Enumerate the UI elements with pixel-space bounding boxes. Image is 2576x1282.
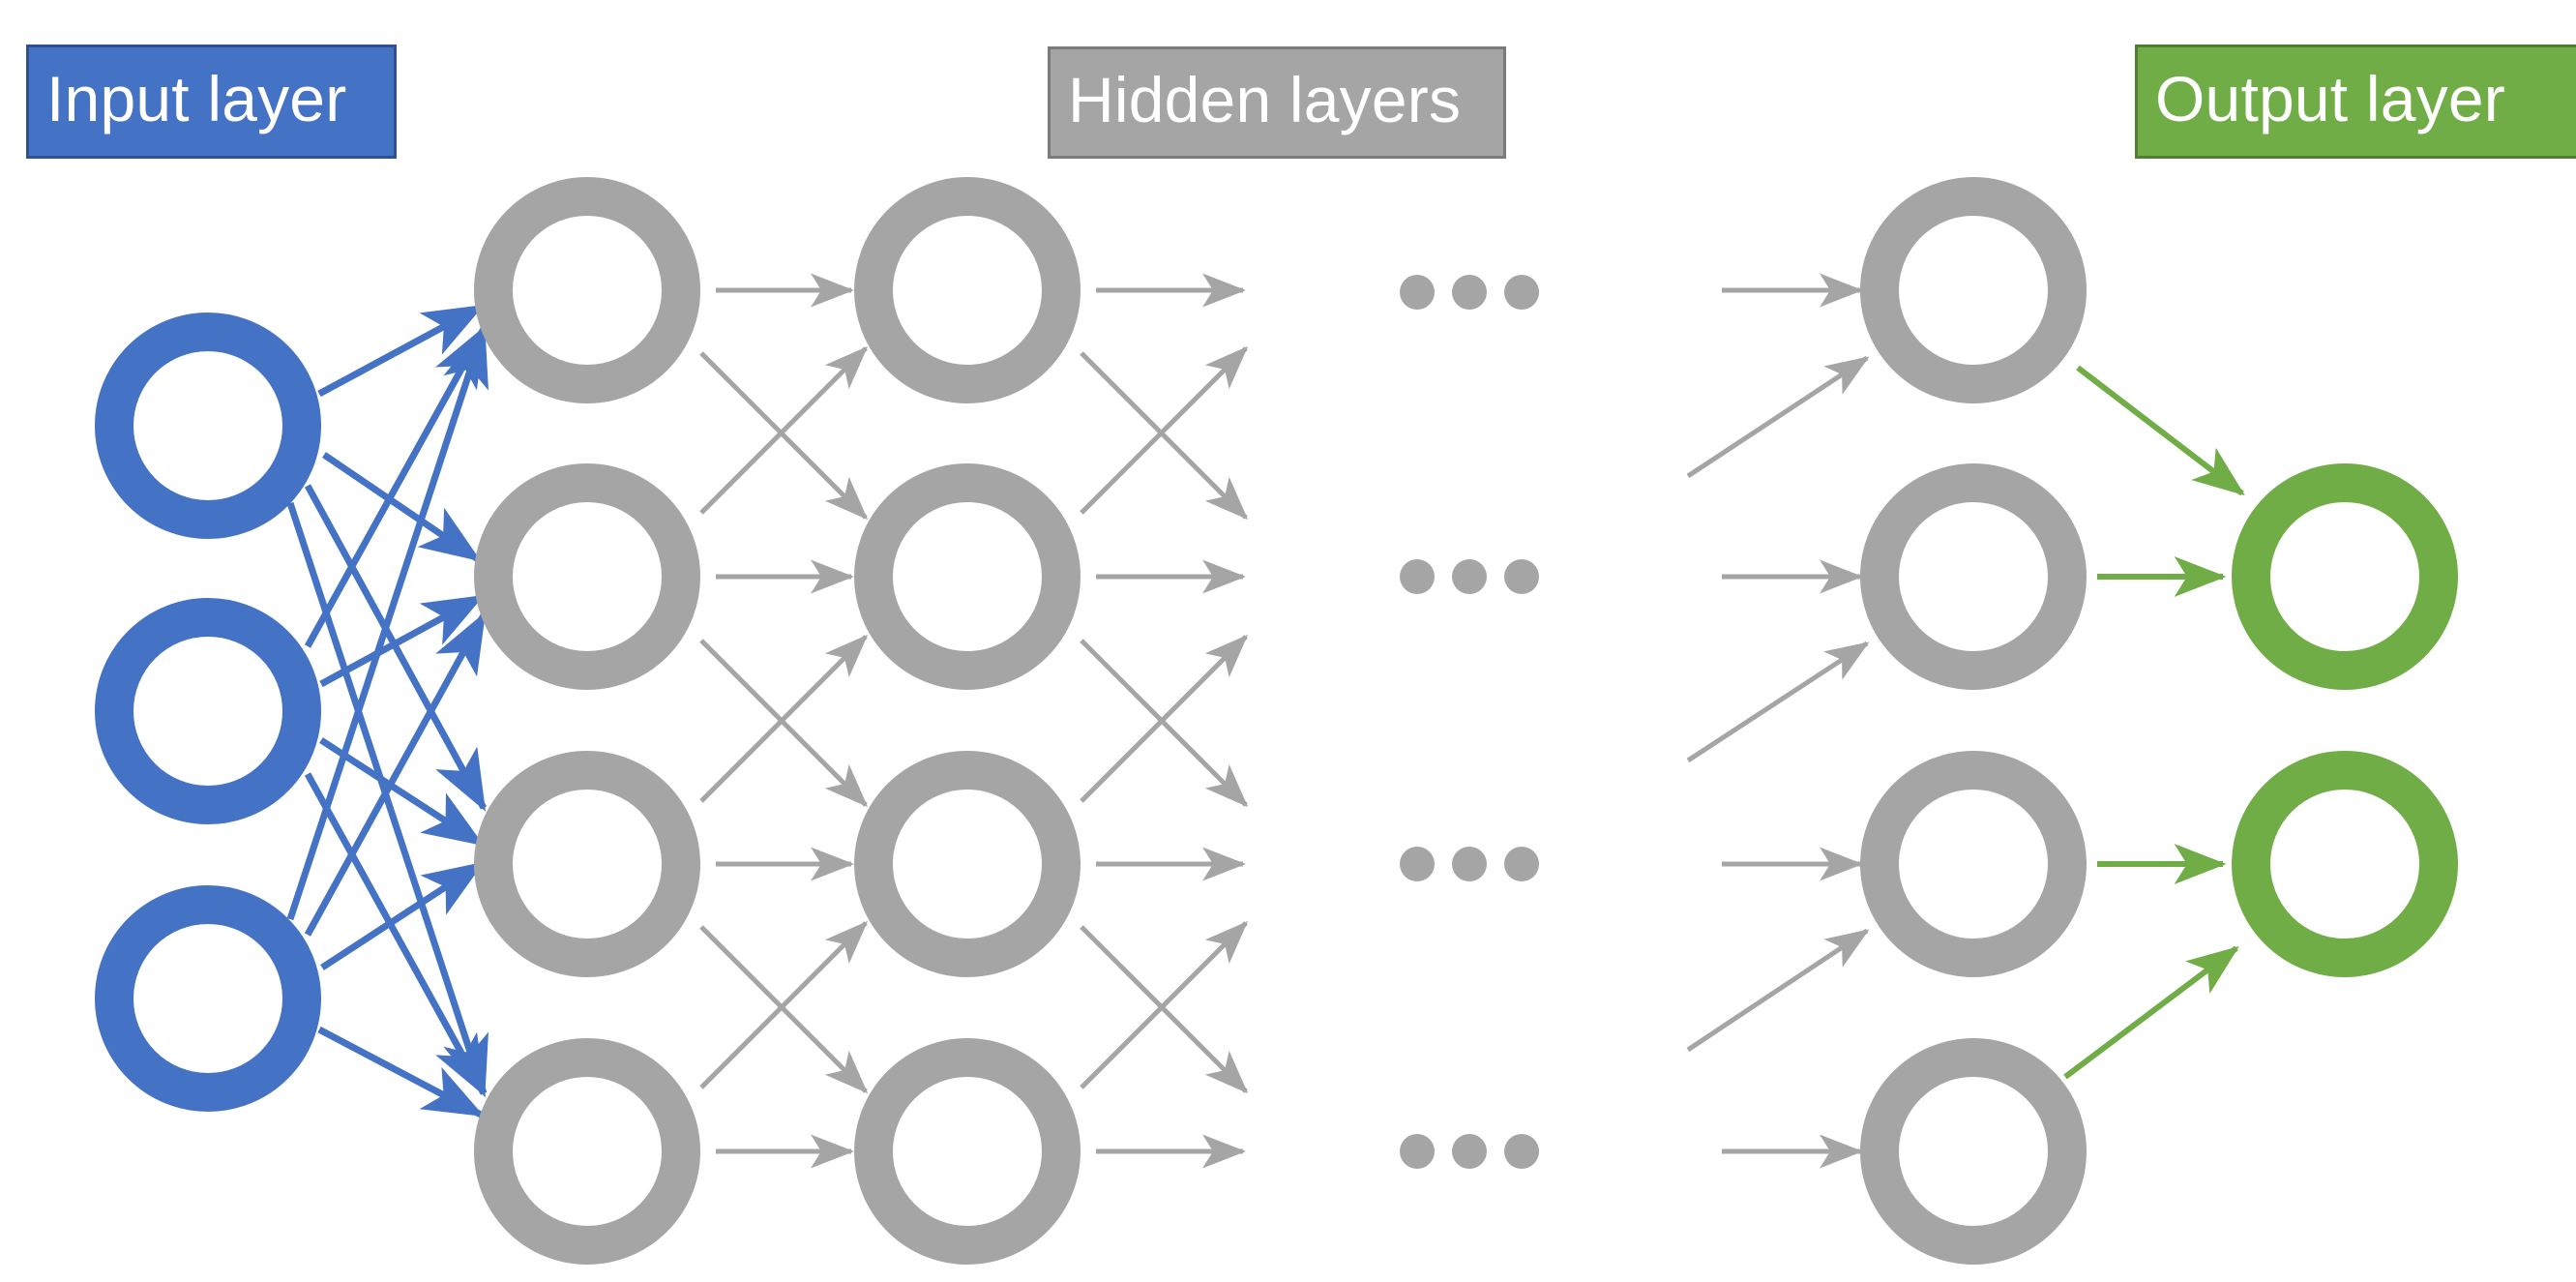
ellipsis-dot [1400, 1134, 1435, 1169]
hidden-layer-n-nodes [1860, 177, 2087, 1265]
input-node-1[interactable] [95, 313, 321, 539]
hidden-layer-1-nodes [474, 177, 700, 1265]
edge-in2-h2 [319, 593, 485, 688]
ellipsis-dot [1400, 847, 1435, 881]
edge-hnd-out2 [2063, 945, 2239, 1080]
hidden2-node-4[interactable] [854, 1038, 1081, 1265]
ellipsis-dot [1504, 847, 1539, 881]
output-layer-label: Output layer [2135, 45, 2576, 159]
hidden1-node-1[interactable] [474, 177, 700, 403]
ellipsis-dot [1504, 275, 1539, 310]
edge-prev-hnb-diag [1686, 641, 1870, 763]
edges-input-to-hidden1 [286, 303, 489, 1118]
edge-h2a-next-b [1080, 351, 1249, 521]
edge-in1-h4 [286, 501, 489, 1097]
output-node-1[interactable] [2232, 463, 2458, 690]
edge-h1c-h2b [699, 634, 869, 803]
input-node-3[interactable] [95, 885, 321, 1112]
hidden-layer-2-nodes [854, 177, 1081, 1265]
edge-in2-h3 [319, 737, 485, 847]
edge-h1c-h2d [699, 925, 869, 1094]
edge-h1b-h2a [699, 345, 869, 515]
edge-h2d-next-c [1080, 920, 1249, 1089]
edge-in1-h1 [317, 303, 485, 398]
edges-ellipsis-to-hiddenn [1686, 273, 1870, 1169]
ellipsis-dot [1452, 847, 1487, 881]
hidden-layers-label: Hidden layers [1048, 46, 1506, 159]
hidden1-node-3[interactable] [474, 751, 700, 977]
ellipsis-dot [1400, 559, 1435, 594]
edge-in3-h3 [320, 861, 485, 970]
hidden1-node-4[interactable] [474, 1038, 700, 1265]
edges-hiddenn-to-output [2063, 365, 2245, 1080]
edges-hidden2-to-ellipsis [1080, 273, 1249, 1169]
edge-h1b-h2c [699, 639, 869, 808]
edge-h2c-next-b [1080, 634, 1249, 803]
hiddenn-node-3[interactable] [1860, 751, 2087, 977]
edges-hidden1-to-hidden2 [699, 273, 869, 1169]
edge-h2c-next-d [1080, 925, 1249, 1094]
hidden2-node-3[interactable] [854, 751, 1081, 977]
hidden1-node-2[interactable] [474, 463, 700, 690]
edge-in3-h2 [304, 611, 488, 937]
hidden2-node-1[interactable] [854, 177, 1081, 403]
ellipsis-row-3 [1400, 847, 1539, 881]
input-layer-nodes [95, 313, 321, 1112]
edge-h1a-h2b [699, 351, 869, 521]
edge-h1d-h2c [699, 920, 869, 1089]
edge-in3-h1 [286, 325, 489, 921]
ellipsis-rows [1400, 275, 1539, 1169]
input-layer-label: Input layer [26, 45, 397, 159]
edge-in2-h4 [304, 772, 488, 1097]
hiddenn-node-1[interactable] [1860, 177, 2087, 403]
ellipsis-row-1 [1400, 275, 1539, 310]
edge-hna-out1 [2076, 365, 2245, 496]
ellipsis-dot [1452, 559, 1487, 594]
ellipsis-dot [1504, 559, 1539, 594]
edge-h2b-next-a [1080, 345, 1249, 515]
ellipsis-dot [1452, 275, 1487, 310]
ellipsis-dot [1452, 1134, 1487, 1169]
output-node-2[interactable] [2232, 751, 2458, 977]
edge-h2b-next-c [1080, 639, 1249, 808]
edge-prev-hnc-diag [1686, 928, 1870, 1053]
output-layer-nodes [2232, 463, 2458, 977]
edge-prev-hna-diag [1686, 355, 1870, 479]
hiddenn-node-4[interactable] [1860, 1038, 2087, 1265]
ellipsis-dot [1504, 1134, 1539, 1169]
ellipsis-dot [1400, 275, 1435, 310]
input-node-2[interactable] [95, 598, 321, 824]
edge-in3-h4 [317, 1026, 485, 1118]
ellipsis-row-4 [1400, 1134, 1539, 1169]
hidden2-node-2[interactable] [854, 463, 1081, 690]
hiddenn-node-2[interactable] [1860, 463, 2087, 690]
ellipsis-row-2 [1400, 559, 1539, 594]
edge-in1-h2 [322, 452, 482, 562]
